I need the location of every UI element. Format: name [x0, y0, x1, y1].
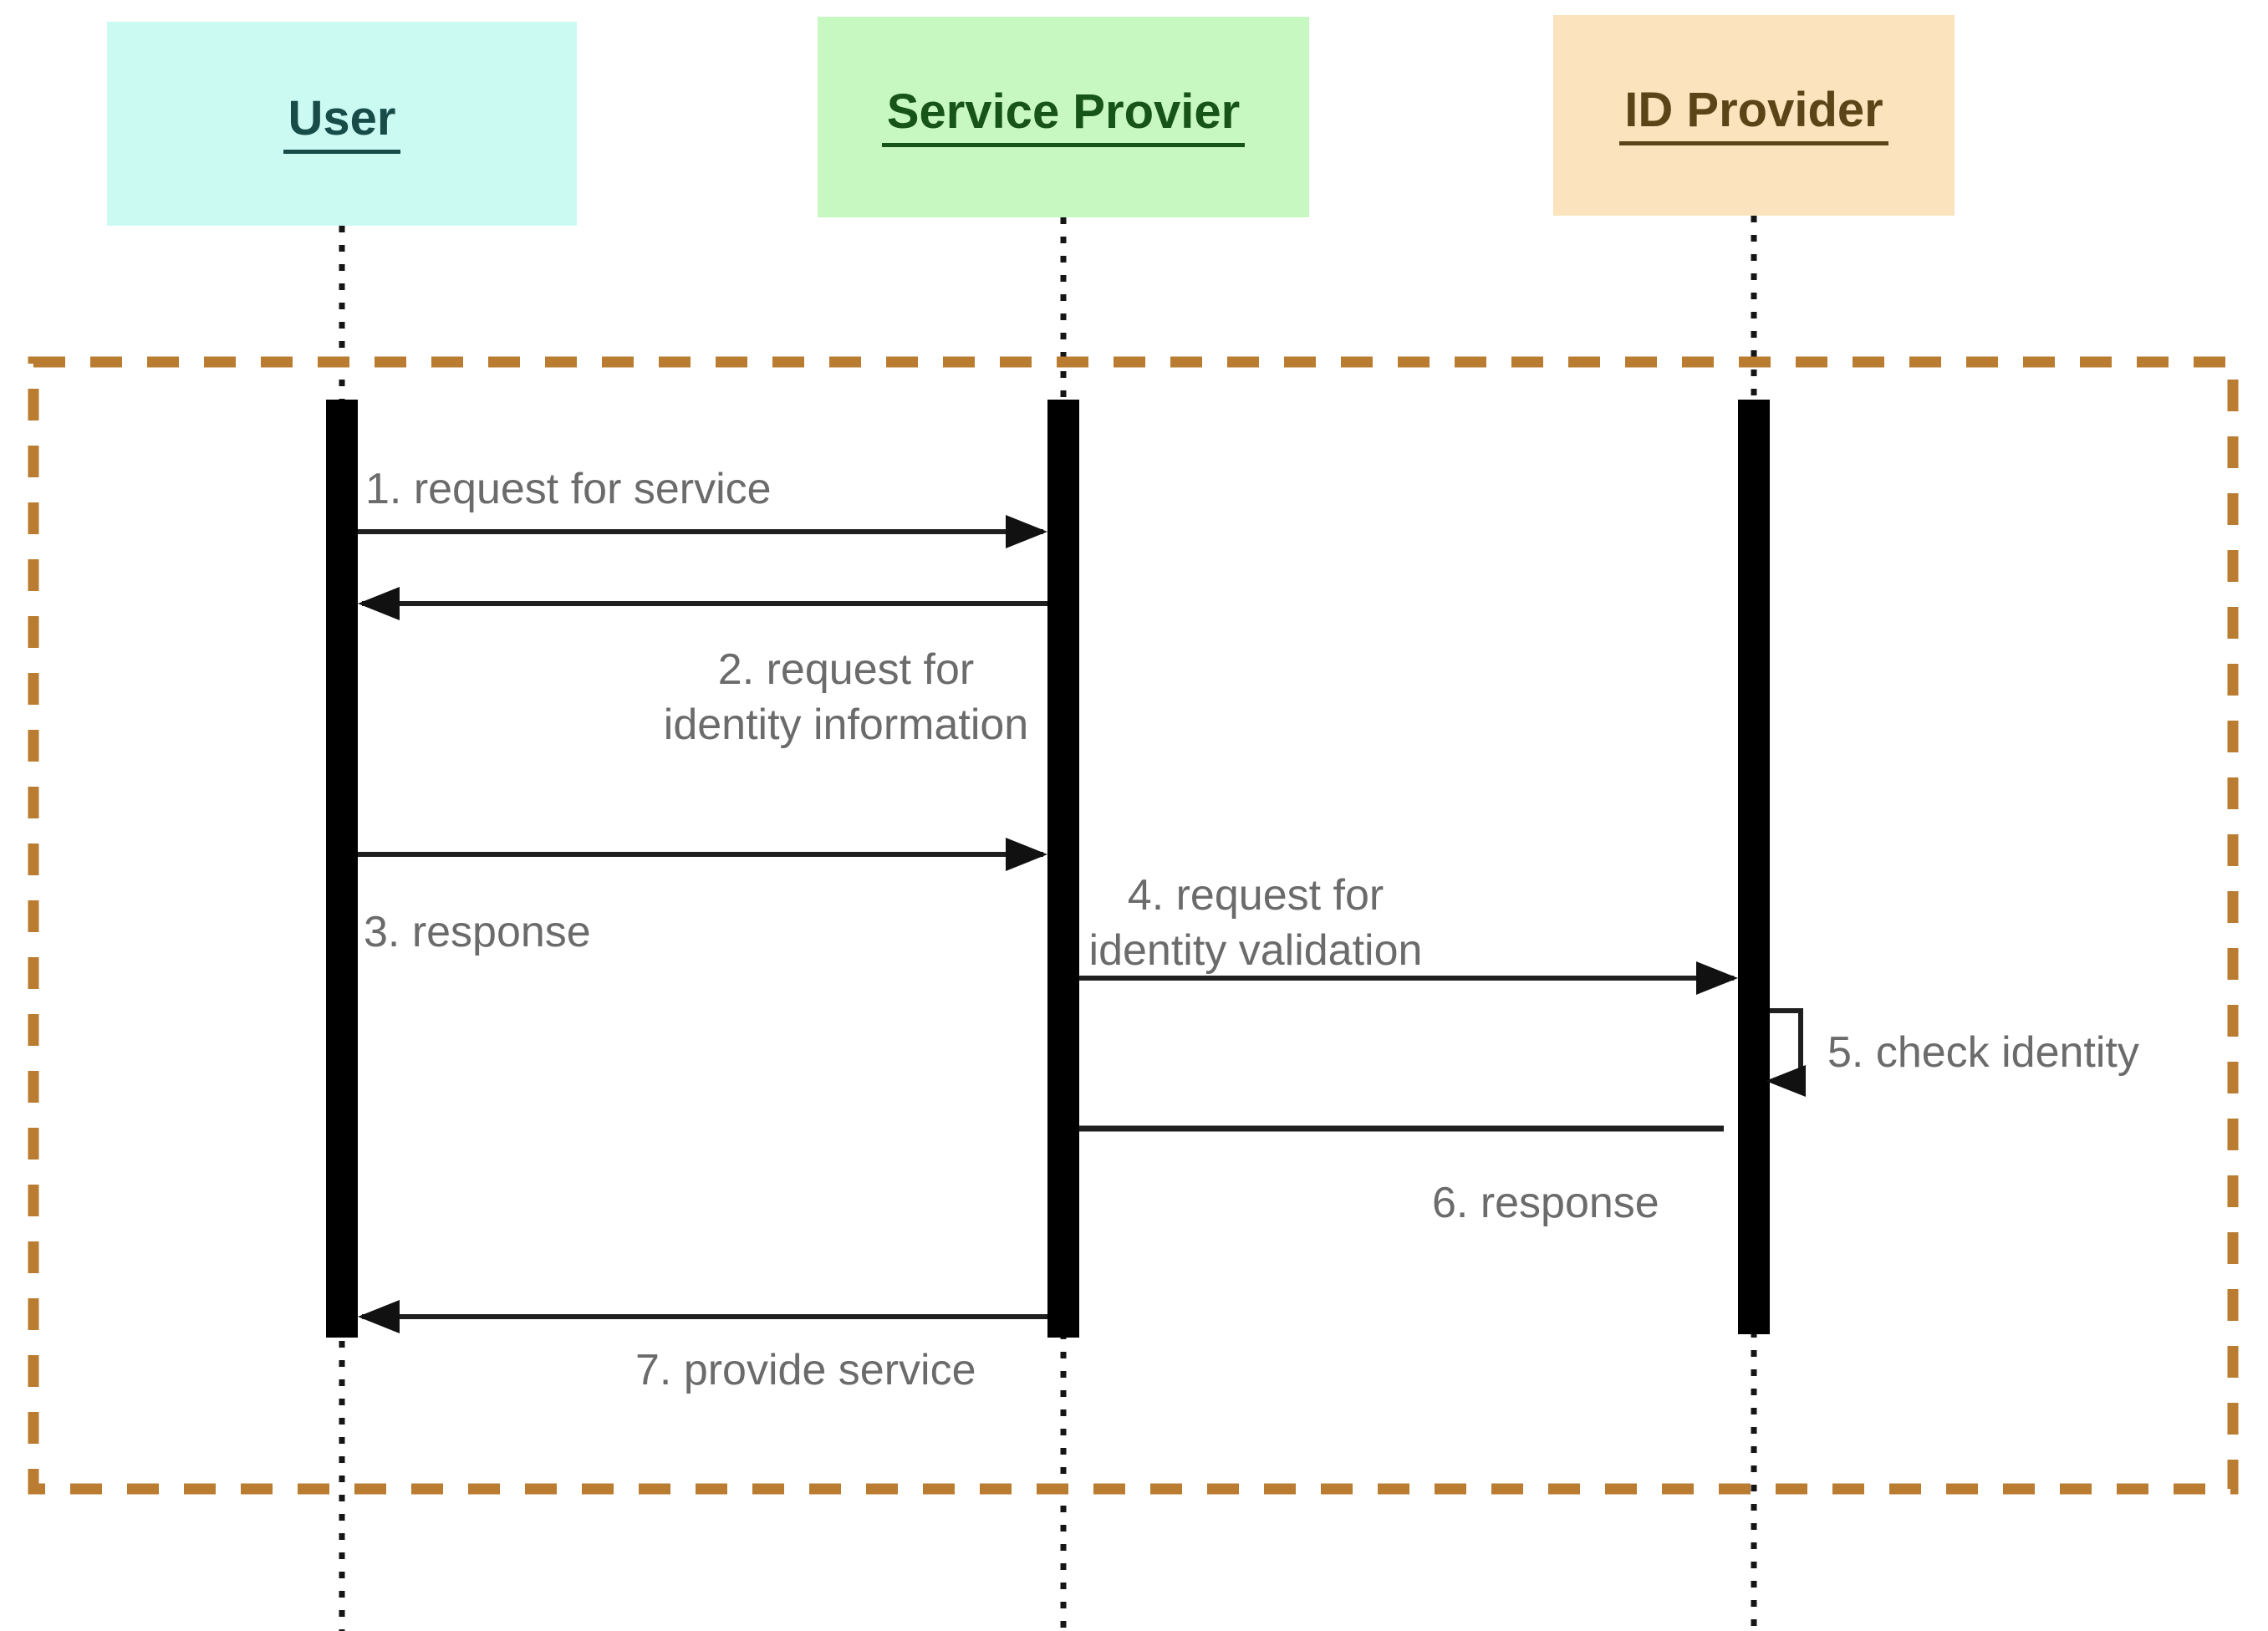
actor-label-id-provider: ID Provider — [1619, 84, 1888, 145]
message-label-6: 6. response — [1432, 1179, 1659, 1227]
arrow-head-msg7 — [358, 1300, 400, 1333]
arrow-head-msg5 — [1766, 1065, 1806, 1097]
actor-box-service-provider: Service Provier — [818, 17, 1309, 217]
arrow-head-msg2 — [358, 587, 400, 620]
activation-bar-id-provider — [1738, 400, 1770, 1334]
message-label-4-line1: 4. request for — [1127, 871, 1384, 920]
actor-box-user: User — [107, 22, 577, 226]
message-label-2-line2: identity information — [663, 701, 1029, 749]
actor-label-service-provider: Service Provier — [881, 86, 1246, 147]
actor-box-id-provider: ID Provider — [1553, 15, 1955, 216]
message-label-5: 5. check identity — [1827, 1028, 2139, 1077]
message-label-3: 3. response — [364, 908, 591, 956]
arrow-head-msg4 — [1696, 961, 1738, 995]
message-label-2-line1: 2. request for — [717, 645, 975, 694]
message-label-1: 1. request for service — [365, 465, 772, 513]
actor-label-user: User — [283, 93, 401, 154]
message-label-7: 7. provide service — [635, 1346, 976, 1394]
message-label-4: 4. request for identity validation — [1063, 868, 1448, 978]
boundary-dashed-box — [28, 356, 2239, 1495]
activation-bar-user — [326, 400, 358, 1338]
message-label-4-line2: identity validation — [1088, 926, 1423, 975]
arrow-head-msg1 — [1006, 515, 1047, 548]
message-label-2: 2. request for identity information — [637, 642, 1055, 752]
activation-bar-service-provider — [1047, 400, 1079, 1338]
arrow-head-msg3 — [1006, 838, 1047, 871]
